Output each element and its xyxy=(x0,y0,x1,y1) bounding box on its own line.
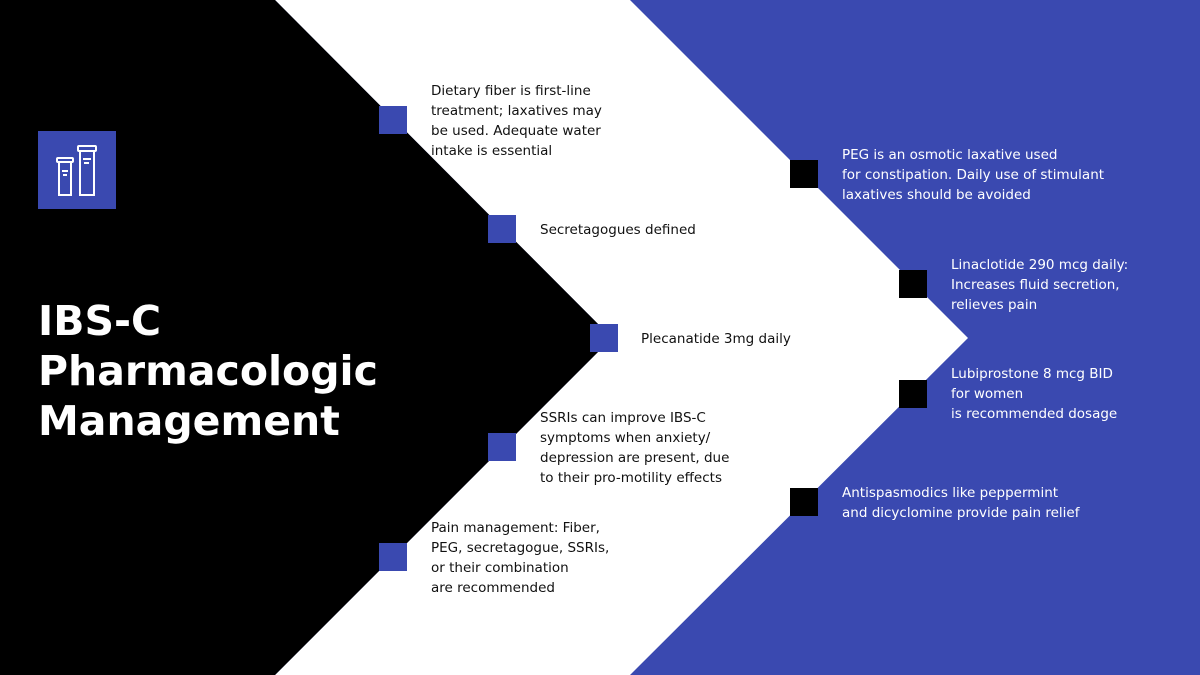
right-item-1: PEG is an osmotic laxative used for cons… xyxy=(842,147,1105,203)
bullet-marker xyxy=(790,488,818,516)
bullet-marker xyxy=(590,324,618,352)
pill-bottles-icon xyxy=(38,131,116,209)
bullet-marker xyxy=(379,543,407,571)
right-item-4: Antispasmodics like peppermint and dicyc… xyxy=(842,485,1080,521)
right-item-3: Lubiprostone 8 mcg BID for women is reco… xyxy=(951,366,1118,422)
left-item-3: Plecanatide 3mg daily xyxy=(641,331,791,347)
bullet-marker xyxy=(488,433,516,461)
left-item-4: SSRIs can improve IBS-C symptoms when an… xyxy=(540,410,730,486)
left-item-5: Pain management: Fiber, PEG, secretagogu… xyxy=(431,520,610,596)
bullet-marker xyxy=(379,106,407,134)
right-item-2: Linaclotide 290 mcg daily: Increases flu… xyxy=(951,257,1129,313)
bullet-marker xyxy=(790,160,818,188)
left-item-1: Dietary fiber is first-line treatment; l… xyxy=(431,83,602,159)
left-item-2: Secretagogues defined xyxy=(540,222,696,238)
bullet-marker xyxy=(899,270,927,298)
bullet-marker xyxy=(899,380,927,408)
page-title: IBS-C Pharmacologic Management xyxy=(38,297,378,445)
bullet-marker xyxy=(488,215,516,243)
